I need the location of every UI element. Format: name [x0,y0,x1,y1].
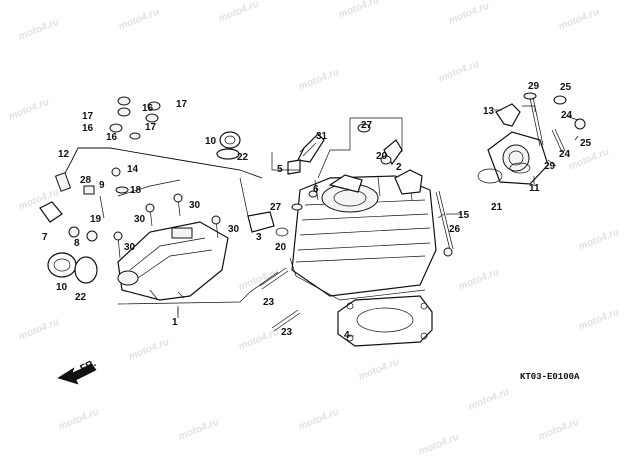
front-label: FR. [79,358,98,375]
callout-10: 10 [205,136,217,147]
watermark-text: moto4.ru [127,337,171,363]
callout-30: 30 [228,224,240,235]
callout-10: 10 [56,282,68,293]
watermark-text: moto4.ru [337,0,381,21]
callout-23: 23 [263,297,275,308]
callout-29: 29 [528,81,540,92]
callout-16: 16 [142,103,154,114]
leader-lines [117,105,579,337]
watermark-text: moto4.ru [177,417,221,443]
callout-18: 18 [130,185,142,196]
callout-30: 30 [124,242,136,253]
callout-9: 9 [99,180,105,191]
callout-8: 8 [74,238,80,249]
callout-16: 16 [106,132,118,143]
callout-27: 27 [361,120,373,131]
bolt-set [109,96,221,259]
watermark-text: moto4.ru [357,357,401,383]
oil-filler-cap [47,252,98,284]
callout-14: 14 [127,164,139,175]
callout-20: 20 [376,151,388,162]
watermark-text: moto4.ru [567,147,611,173]
watermark-text: moto4.ru [297,67,341,93]
spark-plug [297,133,325,163]
studs [259,190,454,332]
watermark-text: moto4.ru [417,432,461,458]
diagram-code: KT03-E0100A [520,372,580,382]
watermark-text: moto4.ru [457,267,501,293]
callout-12: 12 [58,149,70,160]
callout-labels: 1234567891010111213141516161617171718192… [42,81,592,341]
watermark-text: moto4.ru [17,317,61,343]
callout-7: 7 [42,232,48,243]
callout-20: 20 [275,242,287,253]
callout-21: 21 [491,202,503,213]
callout-17: 17 [82,111,94,122]
watermark-text: moto4.ru [297,407,341,433]
callout-19: 19 [90,214,102,225]
callout-17: 17 [145,122,157,133]
callout-3: 3 [256,232,262,243]
callout-17: 17 [176,99,188,110]
callout-30: 30 [134,214,146,225]
callout-24: 24 [561,110,573,121]
watermark-text: moto4.ru [537,417,581,443]
callout-25: 25 [580,138,592,149]
watermark-text: moto4.ru [557,7,601,33]
callout-24: 24 [559,149,571,160]
watermark-text: moto4.ru [237,267,281,293]
watermark-text: moto4.ru [437,59,481,85]
callout-23: 23 [281,327,293,338]
callout-11: 11 [529,183,540,194]
watermark-text: moto4.ru [117,7,161,33]
callout-6: 6 [313,184,319,195]
callout-2: 2 [396,162,402,173]
callout-28: 28 [80,175,92,186]
callout-27: 27 [270,202,282,213]
callout-22: 22 [237,152,249,163]
callout-30: 30 [189,200,201,211]
front-direction-arrow: FR. [57,358,98,385]
tensioner-housing [477,131,549,185]
callout-29: 29 [544,161,556,172]
callout-26: 26 [449,224,461,235]
callout-13: 13 [483,106,495,117]
callout-22: 22 [75,292,87,303]
head-gasket [337,295,433,347]
callout-5: 5 [277,164,283,175]
watermark-text: moto4.ru [17,17,61,43]
watermark-text: moto4.ru [577,307,621,333]
callout-25: 25 [560,82,572,93]
small-fittings [39,167,129,242]
callout-31: 31 [316,131,328,142]
callout-15: 15 [458,210,470,221]
watermark-text: moto4.ru [57,407,101,433]
watermark-text: moto4.ru [217,0,261,25]
cap-plug [216,131,241,160]
cylinder-head [289,169,437,301]
tensioner-hardware [495,92,586,174]
callout-16: 16 [82,123,94,134]
callout-4: 4 [344,330,350,341]
tachometer-cable [78,147,263,179]
watermark-text: moto4.ru [467,387,511,413]
watermark-text: moto4.ru [577,227,621,253]
watermark-text: moto4.ru [447,1,491,27]
watermark-text: moto4.ru [7,97,51,123]
callout-1: 1 [172,317,178,328]
head-cover [117,221,229,301]
